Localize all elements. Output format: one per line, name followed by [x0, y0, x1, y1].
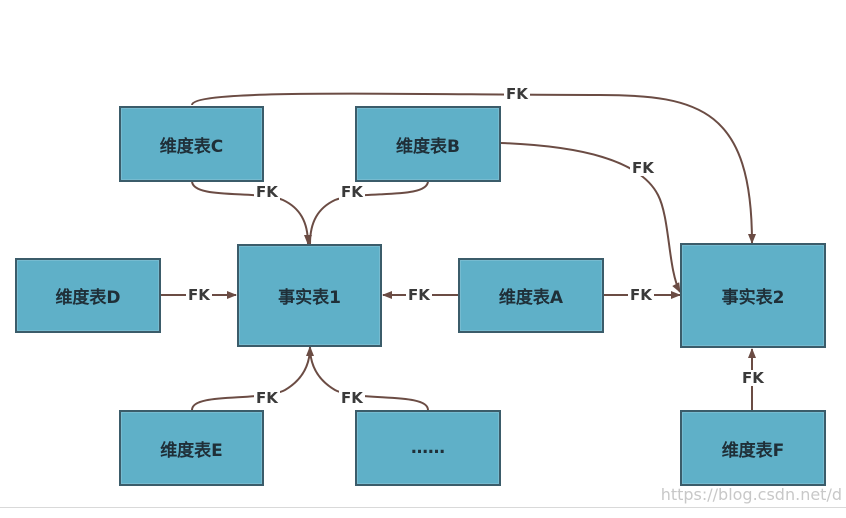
fact-table-2: 事实表2 — [680, 243, 826, 348]
dim-table-b: 维度表B — [355, 106, 501, 182]
fk-label-d-fact1: FK — [186, 286, 212, 304]
fk-label-a-fact2: FK — [628, 286, 654, 304]
edge-b-to-fact2 — [500, 142, 681, 293]
fact-table-1: 事实表1 — [237, 244, 382, 347]
dim-table-ellipsis-label: …… — [411, 438, 445, 458]
fk-label-a-fact1: FK — [406, 286, 432, 304]
edge-b-to-fact1 — [309, 180, 429, 245]
dim-table-d: 维度表D — [15, 258, 161, 333]
dim-table-f-label: 维度表F — [721, 440, 785, 461]
dim-table-c-label: 维度表C — [159, 136, 224, 157]
dim-table-e: 维度表E — [119, 410, 264, 486]
dim-table-a-label: 维度表A — [498, 288, 564, 308]
dim-table-c: 维度表C — [119, 106, 264, 182]
fk-label-c-fact1: FK — [254, 183, 280, 201]
watermark: https://blog.csdn.net/d — [660, 485, 842, 504]
dim-table-a: 维度表A — [458, 258, 604, 333]
fk-label-b-fact2: FK — [630, 159, 656, 177]
fk-label-c-fact2: FK — [504, 85, 530, 103]
fk-label-f-fact2: FK — [740, 369, 766, 387]
edge-ellipsis-to-fact1 — [309, 346, 429, 411]
fk-label-ellipsis-fact1: FK — [339, 389, 365, 407]
dim-table-b-label: 维度表B — [396, 136, 460, 157]
bottom-divider — [0, 507, 846, 508]
fk-label-e-fact1: FK — [254, 389, 280, 407]
edge-e-to-fact1 — [191, 346, 314, 411]
dim-table-ellipsis: …… — [355, 410, 501, 486]
fact-table-2-label: 事实表2 — [721, 288, 785, 308]
dim-table-d-label: 维度表D — [55, 288, 121, 308]
dim-table-f: 维度表F — [680, 410, 826, 486]
edge-c-to-fact1 — [191, 180, 312, 245]
edge-c-to-fact2 — [191, 92, 756, 244]
dim-table-e-label: 维度表E — [160, 440, 223, 461]
fk-label-b-fact1: FK — [339, 183, 365, 201]
fact-table-1-label: 事实表1 — [278, 288, 341, 308]
